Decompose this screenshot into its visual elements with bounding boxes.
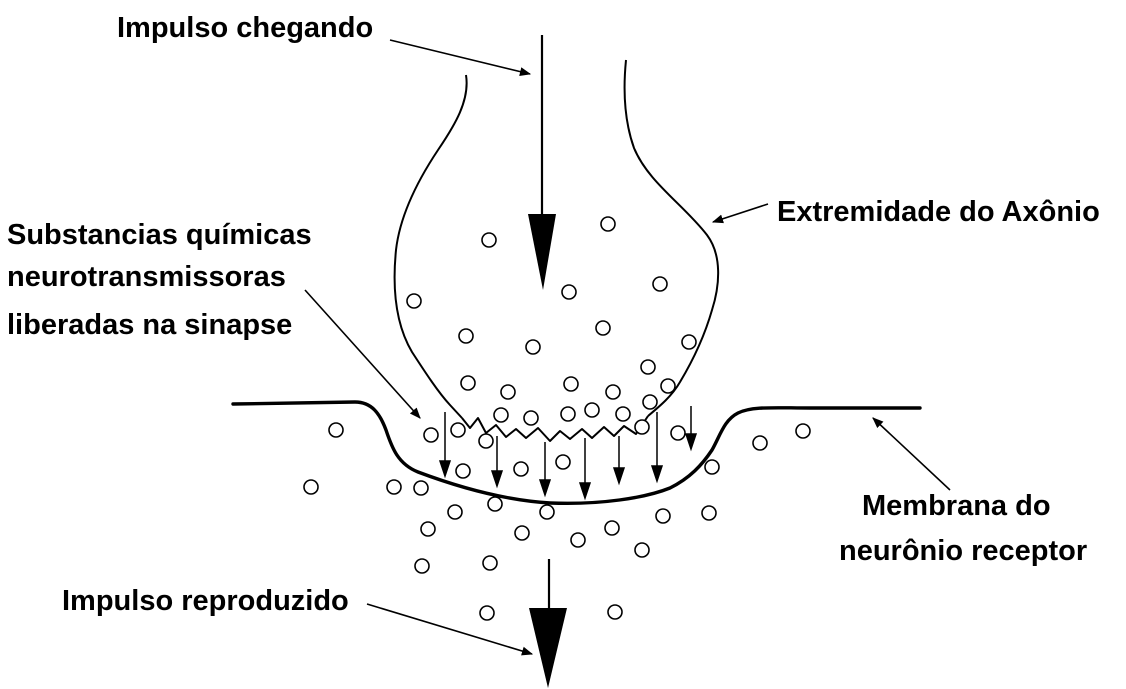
release-arrow [540,442,550,495]
vesicle [796,424,810,438]
leader-arrow-impulse-reproduced [367,604,532,654]
vesicle [459,329,473,343]
vesicle [556,455,570,469]
leader-arrow-neurotransmitters [305,290,420,418]
vesicle [488,497,502,511]
vesicle [606,385,620,399]
vesicle [304,480,318,494]
leader-arrow-impulse-arriving [390,40,530,74]
label-neurotransmitters-line2: neurotransmissoras [7,261,286,293]
label-axon-terminal: Extremidade do Axônio [777,196,1100,228]
leader-arrow-membrane [873,418,950,490]
vesicle [702,506,716,520]
vesicle [421,522,435,536]
vesicle [682,335,696,349]
vesicle [661,379,675,393]
release-arrow [440,412,450,476]
label-membrane-line2: neurônio receptor [839,535,1087,567]
vesicle [635,420,649,434]
release-arrow [492,436,502,486]
vesicle [561,407,575,421]
vesicle [414,481,428,495]
vesicle [753,436,767,450]
vesicle [448,505,462,519]
vesicle [387,480,401,494]
vesicle [501,385,515,399]
release-arrow [580,438,590,498]
vesicle [656,509,670,523]
vesicle [424,428,438,442]
vesicle [480,606,494,620]
vesicle [524,411,538,425]
impulse-reproduced-arrow [529,559,567,688]
leader-arrow-axon-terminal [713,204,768,222]
vesicle [608,605,622,619]
vesicle [562,285,576,299]
receptor-membrane [233,402,920,503]
vesicle [514,462,528,476]
label-membrane-line1: Membrana do [862,490,1051,522]
vesicle [540,505,554,519]
vesicle [479,434,493,448]
release-arrow [614,436,624,483]
vesicle [641,360,655,374]
vesicle [483,556,497,570]
vesicle [456,464,470,478]
vesicle [482,233,496,247]
vesicle [564,377,578,391]
axon-terminal-right-wall [625,60,719,416]
vesicle [461,376,475,390]
vesicle [643,395,657,409]
vesicle [671,426,685,440]
vesicle [526,340,540,354]
vesicle [596,321,610,335]
vesicle [571,533,585,547]
vesicle [605,521,619,535]
release-arrow [686,406,696,449]
vesicle [515,526,529,540]
vesicle [415,559,429,573]
vesicle [585,403,599,417]
vesicle [407,294,421,308]
vesicle [601,217,615,231]
label-impulse-arriving: Impulso chegando [117,12,373,44]
label-impulse-reproduced: Impulso reproduzido [62,585,349,617]
vesicle [451,423,465,437]
impulse-arriving-arrow [528,35,556,290]
vesicle [653,277,667,291]
axon-terminal-left-wall [395,75,467,418]
vesicle [616,407,630,421]
label-neurotransmitters-line1: Substancias químicas [7,219,312,251]
vesicle [705,460,719,474]
vesicle [635,543,649,557]
vesicle [329,423,343,437]
release-arrow [652,412,662,481]
vesicle [494,408,508,422]
label-neurotransmitters-line3: liberadas na sinapse [7,309,292,341]
